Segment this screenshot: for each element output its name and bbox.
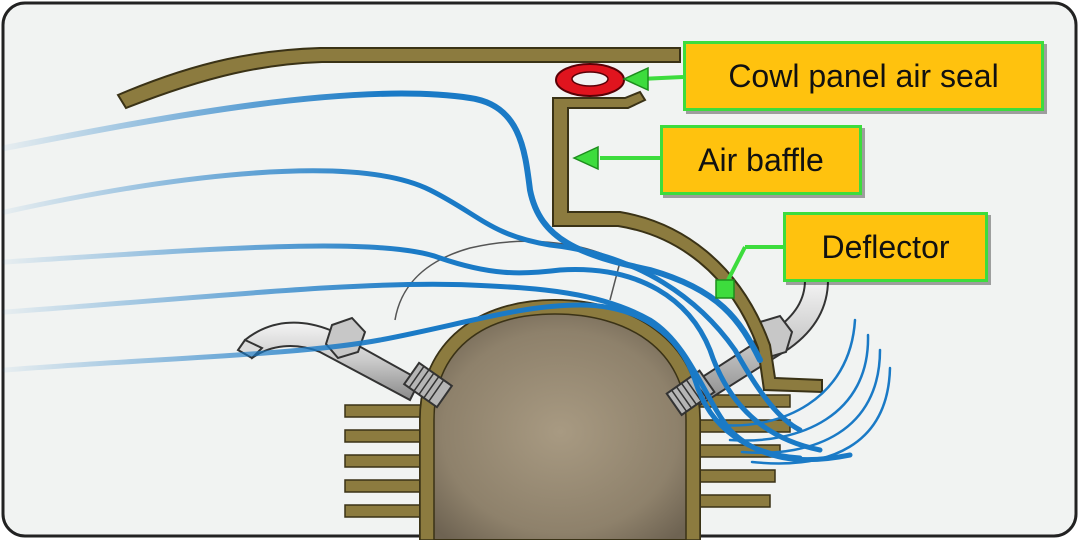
arrow-icon bbox=[572, 145, 599, 171]
callout-label: Deflector bbox=[821, 228, 950, 265]
callout-label: Air baffle bbox=[698, 141, 824, 178]
outflow-curls bbox=[718, 318, 892, 465]
callout-cowl-panel-air-seal: Cowl panel air seal bbox=[683, 41, 1044, 111]
callout-air-baffle: Air baffle bbox=[660, 125, 862, 195]
airflow-line bbox=[2, 168, 803, 433]
airflow-lines bbox=[2, 90, 853, 463]
callout-pointers bbox=[572, 66, 783, 299]
airflow-line bbox=[2, 90, 763, 363]
airflow-line bbox=[2, 302, 803, 461]
square-marker-icon bbox=[715, 279, 735, 299]
callout-label: Cowl panel air seal bbox=[728, 57, 999, 94]
cylinder-wall bbox=[419, 299, 701, 540]
callout-deflector: Deflector bbox=[783, 212, 988, 282]
airflow-line bbox=[2, 243, 823, 453]
air-baffle bbox=[552, 90, 823, 394]
cowl-panel bbox=[116, 47, 681, 110]
arrow-icon bbox=[622, 66, 649, 92]
cooling-fins-left bbox=[344, 404, 436, 518]
